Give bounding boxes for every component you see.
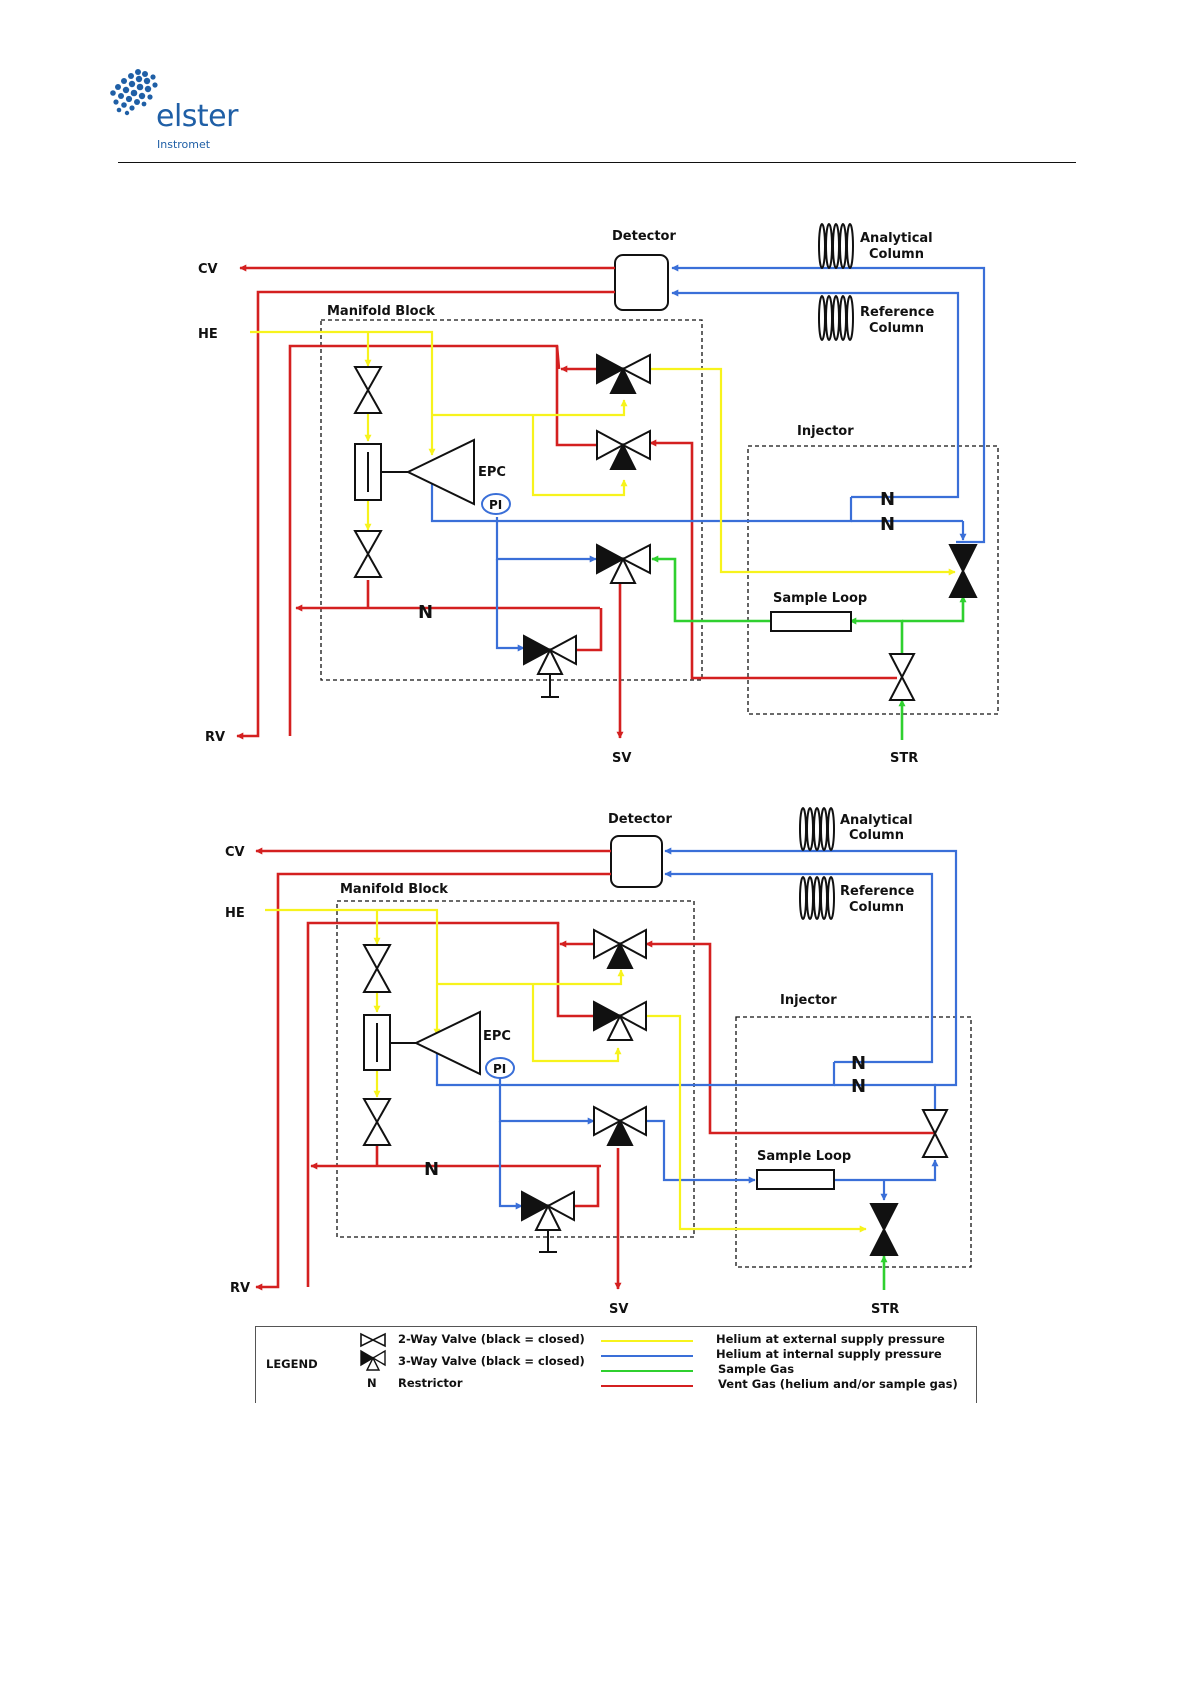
three-way-valve-icon [593, 1105, 647, 1146]
label-pi: PI [489, 498, 502, 512]
label-manifold-block: Manifold Block [340, 882, 448, 897]
header-rule [118, 162, 1076, 163]
label-sv: SV [612, 751, 631, 766]
label-epc: EPC [478, 465, 506, 480]
three-way-valve-icon [593, 928, 647, 969]
two-way-valve-closed-icon [869, 1203, 899, 1256]
label-he: HE [225, 906, 245, 921]
epc-triangle-icon [413, 1010, 481, 1076]
label-epc: EPC [483, 1029, 511, 1044]
label-he: HE [198, 327, 218, 342]
label-injector: Injector [797, 424, 854, 439]
two-way-valve-icon [888, 653, 916, 701]
reference-column-icon [799, 876, 835, 920]
label-rv: RV [230, 1281, 250, 1296]
label-sample-loop: Sample Loop [773, 591, 867, 606]
manifold-block [336, 900, 695, 1238]
three-way-valve-icon [596, 353, 651, 394]
injector-block [735, 1016, 972, 1268]
pi-gauge [481, 493, 511, 515]
legend: LEGEND 2-Way Valve (black = closed) 3-Wa… [255, 1326, 977, 1403]
three-way-valve-icon [593, 1000, 647, 1041]
epc-triangle-icon [405, 438, 475, 506]
label-manifold-block: Manifold Block [327, 304, 435, 319]
label-analytical-column: Column [849, 828, 904, 843]
label-injector: Injector [780, 993, 837, 1008]
manifold-block [320, 319, 703, 681]
restrictor-legend-icon: N [367, 1376, 377, 1390]
label-analytical: Analytical [840, 813, 913, 828]
sample-loop [756, 1169, 835, 1190]
label-cv: CV [225, 845, 245, 860]
label-rv: RV [205, 730, 225, 745]
two-way-valve-legend-icon [360, 1332, 386, 1348]
analytical-column-icon [818, 223, 854, 269]
two-way-valve-icon [362, 944, 392, 993]
analytical-column-icon [799, 807, 835, 851]
elster-logo-dots-icon [110, 69, 158, 116]
legend-three-way: 3-Way Valve (black = closed) [398, 1354, 585, 1368]
two-way-valve-icon [362, 1098, 392, 1146]
pi-gauge [485, 1057, 515, 1079]
diagram-bottom: CV HE RV SV STR Detector Analytical Colu… [225, 807, 972, 1317]
two-way-valve-icon [353, 530, 383, 578]
legend-title: LEGEND [266, 1357, 318, 1371]
restrictor-icon: N [880, 489, 895, 510]
sample-loop [770, 611, 852, 632]
restrictor-icon: N [424, 1159, 439, 1180]
restrictor-icon: N [851, 1076, 866, 1097]
legend-line-red [601, 1385, 693, 1387]
label-cv: CV [198, 262, 218, 277]
legend-helium-external: Helium at external supply pressure [716, 1332, 945, 1346]
legend-restrictor: Restrictor [398, 1376, 463, 1390]
legend-line-green [601, 1370, 693, 1372]
label-detector: Detector [612, 229, 676, 244]
detector [610, 835, 663, 888]
three-way-valve-icon [521, 1190, 575, 1253]
two-way-valve-icon [353, 366, 383, 414]
restrictor-icon: N [851, 1053, 866, 1074]
label-pi: PI [493, 1062, 506, 1076]
two-way-valve-icon [921, 1109, 949, 1158]
brand-sub: Instromet [157, 138, 211, 151]
three-way-valve-legend-icon [360, 1349, 386, 1371]
label-reference-column: Column [869, 321, 924, 336]
label-sample-loop: Sample Loop [757, 1149, 851, 1164]
label-analytical-column: Column [869, 247, 924, 262]
legend-vent-gas: Vent Gas (helium and/or sample gas) [718, 1377, 958, 1391]
three-way-valve-icon [523, 634, 577, 698]
label-sv: SV [609, 1302, 628, 1317]
legend-sample-gas: Sample Gas [718, 1362, 795, 1376]
legend-line-blue [601, 1355, 693, 1357]
legend-line-yellow [601, 1340, 693, 1342]
restrictor-icon: N [418, 602, 433, 623]
elster-logo: elster Instromet [110, 66, 250, 161]
legend-helium-internal: Helium at internal supply pressure [716, 1347, 942, 1361]
label-reference: Reference [840, 884, 914, 899]
label-reference: Reference [860, 305, 934, 320]
two-way-valve-closed-icon [948, 544, 978, 598]
brand-name: elster [156, 99, 238, 134]
label-str: STR [890, 751, 918, 766]
label-reference-column: Column [849, 900, 904, 915]
legend-two-way: 2-Way Valve (black = closed) [398, 1332, 585, 1346]
label-str: STR [871, 1302, 899, 1317]
label-analytical: Analytical [860, 231, 933, 246]
restrictor-icon: N [880, 514, 895, 535]
detector [614, 254, 669, 311]
reference-column-icon [818, 295, 854, 341]
label-detector: Detector [608, 812, 672, 827]
diagram-top: CV HE RV SV STR Detector Analytical Colu… [198, 223, 999, 766]
three-way-valve-icon [596, 543, 651, 584]
three-way-valve-icon [596, 429, 651, 470]
